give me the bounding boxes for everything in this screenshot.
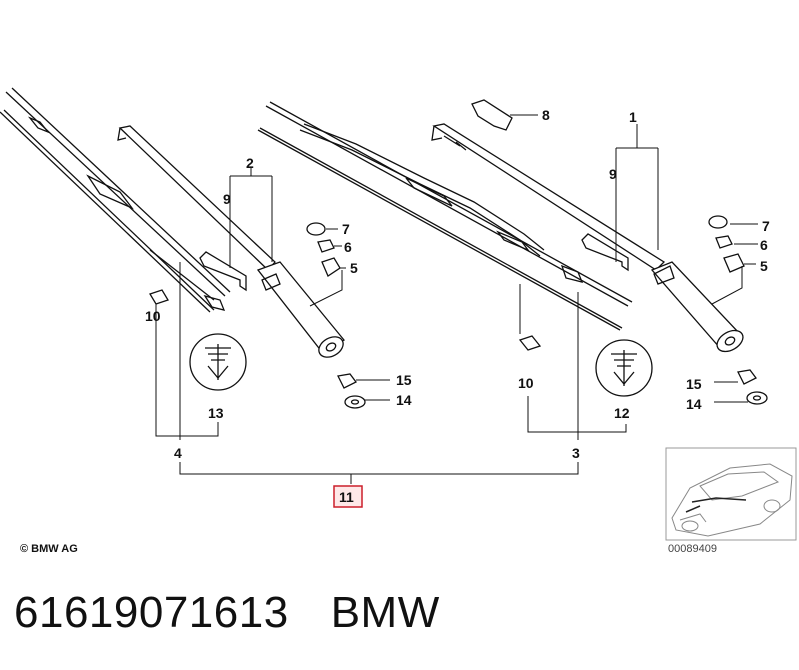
blade-emblem-left — [189, 333, 247, 391]
callout-11-highlight-box — [333, 485, 363, 508]
brand-name: BMW — [330, 588, 440, 637]
caption: 61619071613 BMW — [14, 588, 440, 648]
callout-15-right: 15 — [686, 376, 702, 392]
wiper-arm-right — [431, 123, 744, 353]
callout-1: 1 — [629, 109, 637, 125]
part-number: 61619071613 — [14, 588, 289, 637]
washer-14-left — [344, 395, 366, 409]
cap-7-right — [708, 215, 728, 229]
blade-insert-8 — [471, 99, 513, 131]
callout-9-left: 9 — [223, 191, 231, 207]
leader-lines — [155, 114, 758, 484]
wiper-parts-diagram: 1 2 3 4 5 5 6 6 7 7 8 9 9 10 10 12 13 14… — [0, 87, 797, 555]
spoiler-clip-right — [581, 233, 629, 272]
washer-14-right — [746, 391, 768, 405]
callout-14-left: 14 — [396, 392, 412, 408]
callout-13: 13 — [208, 405, 224, 421]
callout-15-left: 15 — [396, 372, 412, 388]
callout-11: 11 — [339, 489, 354, 505]
callout-3: 3 — [572, 445, 580, 461]
callout-7-right: 7 — [762, 218, 770, 234]
nut-15-right — [737, 369, 757, 385]
wiper-arm-left — [117, 125, 346, 358]
wiper-blade-left — [0, 87, 231, 313]
callout-7-left: 7 — [342, 221, 350, 237]
cap-5-left — [321, 257, 341, 277]
callout-9-right: 9 — [609, 166, 617, 182]
callouts: 1 2 3 4 5 5 6 6 7 7 8 9 9 10 10 12 13 14… — [145, 107, 770, 508]
callout-5-left: 5 — [350, 260, 358, 276]
callout-10-left: 10 — [145, 308, 161, 324]
cap-7-left — [306, 222, 326, 236]
copyright-text: © BMW AG — [20, 543, 78, 555]
callout-10-right: 10 — [518, 375, 534, 391]
nut-6-right — [715, 235, 733, 249]
wiper-blade-right — [257, 101, 633, 331]
callout-8: 8 — [542, 107, 550, 123]
nut-6-left — [317, 239, 335, 253]
car-thumbnail — [665, 447, 797, 541]
callout-6-right: 6 — [760, 237, 768, 253]
callout-12: 12 — [614, 405, 630, 421]
spoiler-clip-left — [199, 251, 247, 292]
nut-15-left — [337, 373, 357, 389]
clip-10-right — [518, 335, 542, 351]
callout-2: 2 — [246, 155, 254, 171]
cap-5-right — [723, 253, 745, 273]
callout-6-left: 6 — [344, 239, 352, 255]
callout-14-right: 14 — [686, 396, 702, 412]
image-reference-number: 00089409 — [668, 543, 717, 555]
clip-10-left — [149, 289, 169, 305]
blade-emblem-right — [595, 339, 653, 397]
callout-4: 4 — [174, 445, 182, 461]
callout-5-right: 5 — [760, 258, 768, 274]
